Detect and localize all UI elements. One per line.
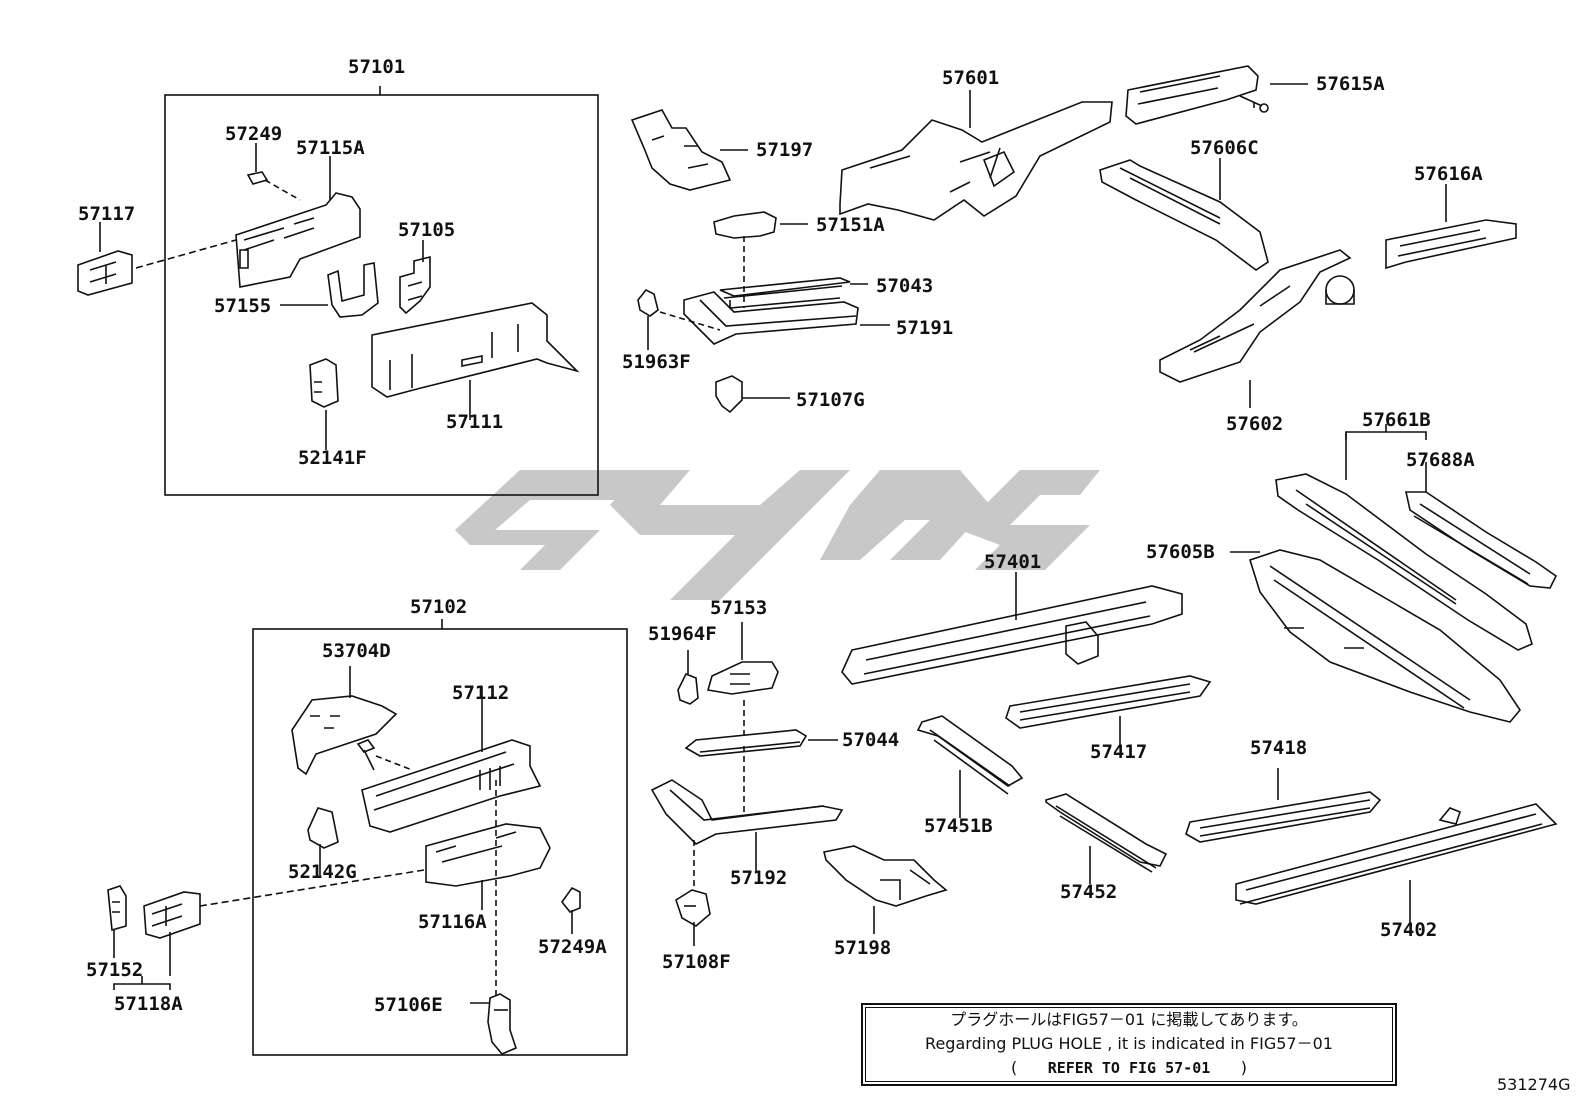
part-label-57116A[interactable]: 57116A <box>418 911 487 933</box>
figure-id: 531274G <box>1497 1075 1571 1094</box>
notice-line-english: Regarding PLUG HOLE , it is indicated in… <box>925 1034 1333 1053</box>
part-label-57153[interactable]: 57153 <box>710 597 768 619</box>
part-label-57249A[interactable]: 57249A <box>538 936 607 958</box>
diagram-lines <box>77 65 1558 1056</box>
part-label-57197[interactable]: 57197 <box>756 139 814 161</box>
part-label-57117[interactable]: 57117 <box>78 203 136 225</box>
part-label-57105[interactable]: 57105 <box>398 219 456 241</box>
part-label-57101[interactable]: 57101 <box>348 56 406 78</box>
part-label-51964F[interactable]: 51964F <box>648 623 717 645</box>
part-label-57661B[interactable]: 57661B <box>1362 409 1431 431</box>
part-label-57601[interactable]: 57601 <box>942 67 1000 89</box>
part-label-57402[interactable]: 57402 <box>1380 919 1438 941</box>
watermark-logo <box>455 470 1100 600</box>
notice-line-reference: ( REFER TO FIG 57-01 ) <box>863 1056 1395 1080</box>
part-label-57111[interactable]: 57111 <box>446 411 504 433</box>
part-label-57616A[interactable]: 57616A <box>1414 163 1483 185</box>
part-label-57606C[interactable]: 57606C <box>1190 137 1259 159</box>
part-label-57152[interactable]: 57152 <box>86 959 144 981</box>
part-label-57417[interactable]: 57417 <box>1090 741 1148 763</box>
part-label-57115A[interactable]: 57115A <box>296 137 365 159</box>
plug-hole-notice: プラグホールはFIG57－01 に掲載してあります。 Regarding PLU… <box>861 1003 1397 1086</box>
part-label-52141F[interactable]: 52141F <box>298 447 367 469</box>
part-label-51963F[interactable]: 51963F <box>622 351 691 373</box>
part-label-57108F[interactable]: 57108F <box>662 951 731 973</box>
part-label-57191[interactable]: 57191 <box>896 317 954 339</box>
part-label-57451B[interactable]: 57451B <box>924 815 993 837</box>
part-label-57249[interactable]: 57249 <box>225 123 283 145</box>
part-label-57102[interactable]: 57102 <box>410 596 468 618</box>
part-label-57401[interactable]: 57401 <box>984 551 1042 573</box>
part-label-57044[interactable]: 57044 <box>842 729 900 751</box>
part-label-57198[interactable]: 57198 <box>834 937 892 959</box>
part-label-53704D[interactable]: 53704D <box>322 640 391 662</box>
part-label-57107G[interactable]: 57107G <box>796 389 865 411</box>
part-label-52142G[interactable]: 52142G <box>288 861 357 883</box>
group-box-57102 <box>252 628 628 1056</box>
group-box-57101 <box>164 94 599 496</box>
part-label-57118A[interactable]: 57118A <box>114 993 183 1015</box>
part-label-57615A[interactable]: 57615A <box>1316 73 1385 95</box>
part-label-57155[interactable]: 57155 <box>214 295 272 317</box>
part-label-57043[interactable]: 57043 <box>876 275 934 297</box>
part-label-57688A[interactable]: 57688A <box>1406 449 1475 471</box>
part-label-57112[interactable]: 57112 <box>452 682 510 704</box>
part-label-57602[interactable]: 57602 <box>1226 413 1284 435</box>
notice-paren-open: ( <box>1010 1058 1018 1077</box>
notice-inner-border <box>865 1007 1393 1082</box>
part-label-57452[interactable]: 57452 <box>1060 881 1118 903</box>
notice-line-japanese: プラグホールはFIG57－01 に掲載してあります。 <box>950 1010 1308 1029</box>
part-label-57151A[interactable]: 57151A <box>816 214 885 236</box>
part-label-57106E[interactable]: 57106E <box>374 994 443 1016</box>
notice-reference-link[interactable]: REFER TO FIG 57-01 <box>1047 1059 1211 1077</box>
part-label-57605B[interactable]: 57605B <box>1146 541 1215 563</box>
part-label-57418[interactable]: 57418 <box>1250 737 1308 759</box>
part-label-57192[interactable]: 57192 <box>730 867 788 889</box>
notice-paren-close: ) <box>1240 1058 1248 1077</box>
